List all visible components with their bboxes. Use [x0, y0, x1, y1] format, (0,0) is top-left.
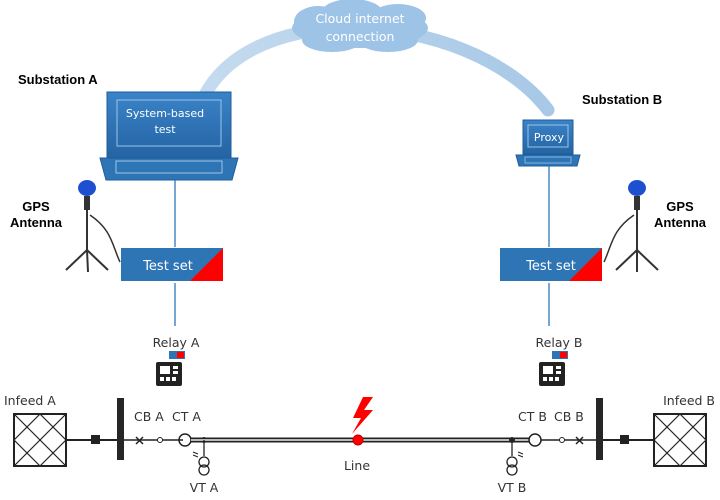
- gps-b-label-line1: GPS: [666, 199, 694, 214]
- relay-a-label: Relay A: [153, 335, 200, 350]
- relay-b-label: Relay B: [536, 335, 583, 350]
- laptop-a-label-line1: System-based: [126, 107, 204, 120]
- gps-a-label-line1: GPS: [22, 199, 50, 214]
- ct-b-symbol: [528, 433, 542, 447]
- relay-a-icon: [156, 351, 185, 386]
- substation-a-title: Substation A: [18, 72, 98, 87]
- line-label: Line: [344, 458, 370, 473]
- laptop-a-label-line2: test: [154, 123, 176, 136]
- cloud-label-line1: Cloud internet: [315, 11, 404, 26]
- infeed-a-label: Infeed A: [4, 393, 56, 408]
- infeed-b-source-icon: [653, 413, 707, 467]
- vt-b-symbol: [506, 451, 524, 476]
- ct-a-label: CT A: [172, 409, 201, 424]
- infeed-b-label: Infeed B: [663, 393, 715, 408]
- cb-a-label: CB A: [134, 409, 164, 424]
- test-set-a: [121, 248, 223, 281]
- substation-b-title: Substation B: [582, 92, 662, 107]
- gps-antenna-b-icon: [603, 180, 659, 272]
- cb-a-contact: [157, 437, 163, 443]
- cloud-icon: [292, 0, 428, 52]
- test-set-a-label: Test set: [142, 259, 193, 274]
- gps-antenna-a-icon: [65, 180, 121, 273]
- fault-point: [352, 434, 364, 446]
- test-set-b-label: Test set: [525, 259, 576, 274]
- laptop-b-icon: [515, 119, 581, 167]
- cb-b-label: CB B: [554, 409, 584, 424]
- cb-b-symbol: [575, 436, 584, 445]
- infeed-a-breaker: [91, 435, 100, 444]
- laptop-b-label: Proxy: [534, 131, 565, 144]
- vt-a-symbol: [192, 451, 210, 476]
- infeed-b-breaker: [620, 435, 629, 444]
- cloud-label-line2: connection: [326, 29, 395, 44]
- fault-lightning-icon: [352, 397, 373, 434]
- cb-b-contact: [559, 437, 565, 443]
- vt-b-label: VT B: [498, 480, 527, 495]
- cb-a-symbol: [135, 436, 144, 445]
- busbar-a: [117, 398, 124, 460]
- gps-a-label-line2: Antenna: [10, 215, 63, 230]
- vt-a-label: VT A: [190, 480, 219, 495]
- ct-b-label: CT B: [518, 409, 547, 424]
- gps-b-label-line2: Antenna: [654, 215, 707, 230]
- busbar-b: [596, 398, 603, 460]
- test-set-b: [500, 248, 602, 281]
- infeed-a-source-icon: [13, 413, 67, 467]
- laptop-a-icon: [99, 91, 239, 181]
- relay-b-icon: [539, 351, 568, 386]
